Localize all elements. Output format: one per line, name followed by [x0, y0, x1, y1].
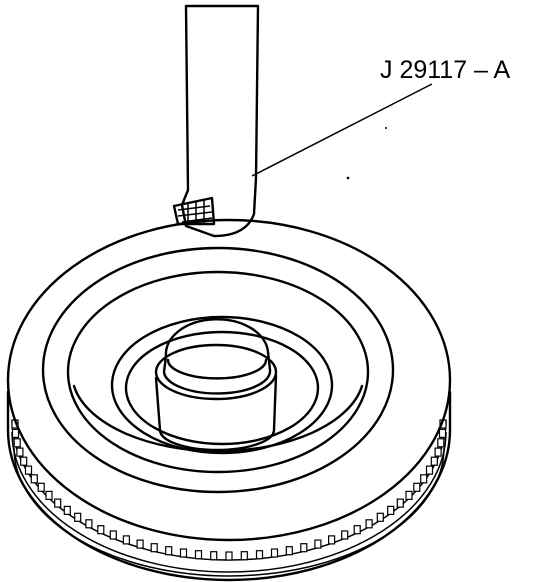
groove-rib: [376, 512, 384, 522]
groove-rib: [179, 548, 188, 558]
groove-rib: [240, 551, 248, 561]
groove-rib: [165, 546, 173, 556]
groove-rib: [300, 543, 308, 553]
groove-rib: [437, 438, 445, 448]
groove-rib: [136, 539, 144, 549]
scan-speck: [385, 127, 387, 129]
groove-rib: [341, 530, 349, 540]
groove-rib: [365, 519, 373, 529]
groove-rib: [405, 490, 413, 500]
center-hub: [154, 318, 278, 452]
groove-rib: [328, 535, 336, 545]
balancer-inner-ring-2: [66, 270, 370, 474]
groove-rib: [285, 546, 293, 556]
balancer-inner-ring-1: [41, 246, 395, 494]
groove-rib: [434, 447, 442, 457]
tool-body: [180, 4, 260, 238]
groove-rib: [109, 530, 117, 540]
groove-rib: [353, 525, 361, 535]
groove-rib: [420, 474, 428, 484]
groove-rib: [413, 482, 421, 492]
groove-rib: [314, 539, 322, 549]
groove-rib: [54, 498, 62, 508]
callout-leader-line: [251, 83, 433, 177]
groove-rib: [150, 543, 158, 553]
groove-rib: [13, 438, 21, 448]
groove-rib: [74, 512, 82, 522]
groove-rib: [85, 519, 93, 529]
balancer-outer-face: [6, 218, 452, 542]
groove-rib: [37, 482, 45, 492]
callout-label: J 29117 – A: [380, 56, 511, 84]
groove-rib: [122, 535, 131, 545]
tool-tip-knurl: [172, 196, 216, 226]
belt-grooves: [11, 419, 447, 577]
groove-rib: [387, 505, 395, 515]
groove-rib: [194, 550, 203, 560]
groove-rib: [63, 505, 71, 515]
groove-rib: [24, 465, 33, 475]
groove-rib: [30, 474, 38, 484]
groove-ribs: [11, 419, 447, 561]
groove-rib: [438, 428, 447, 438]
groove-rib: [97, 525, 105, 535]
balancer-hub-recess: [110, 315, 334, 455]
groove-rib: [396, 498, 404, 508]
groove-rib: [210, 551, 218, 561]
scan-speck: [346, 176, 350, 180]
groove-rib: [20, 456, 28, 466]
groove-rib: [425, 465, 434, 475]
tool-shaft: [172, 4, 260, 238]
groove-rib: [225, 551, 233, 561]
groove-rib: [45, 490, 53, 500]
groove-rib: [255, 550, 264, 560]
groove-rib: [270, 548, 279, 558]
harmonic-balancer: [6, 218, 452, 582]
groove-rib: [430, 456, 438, 466]
groove-rib: [11, 428, 20, 438]
groove-rib: [16, 447, 24, 457]
